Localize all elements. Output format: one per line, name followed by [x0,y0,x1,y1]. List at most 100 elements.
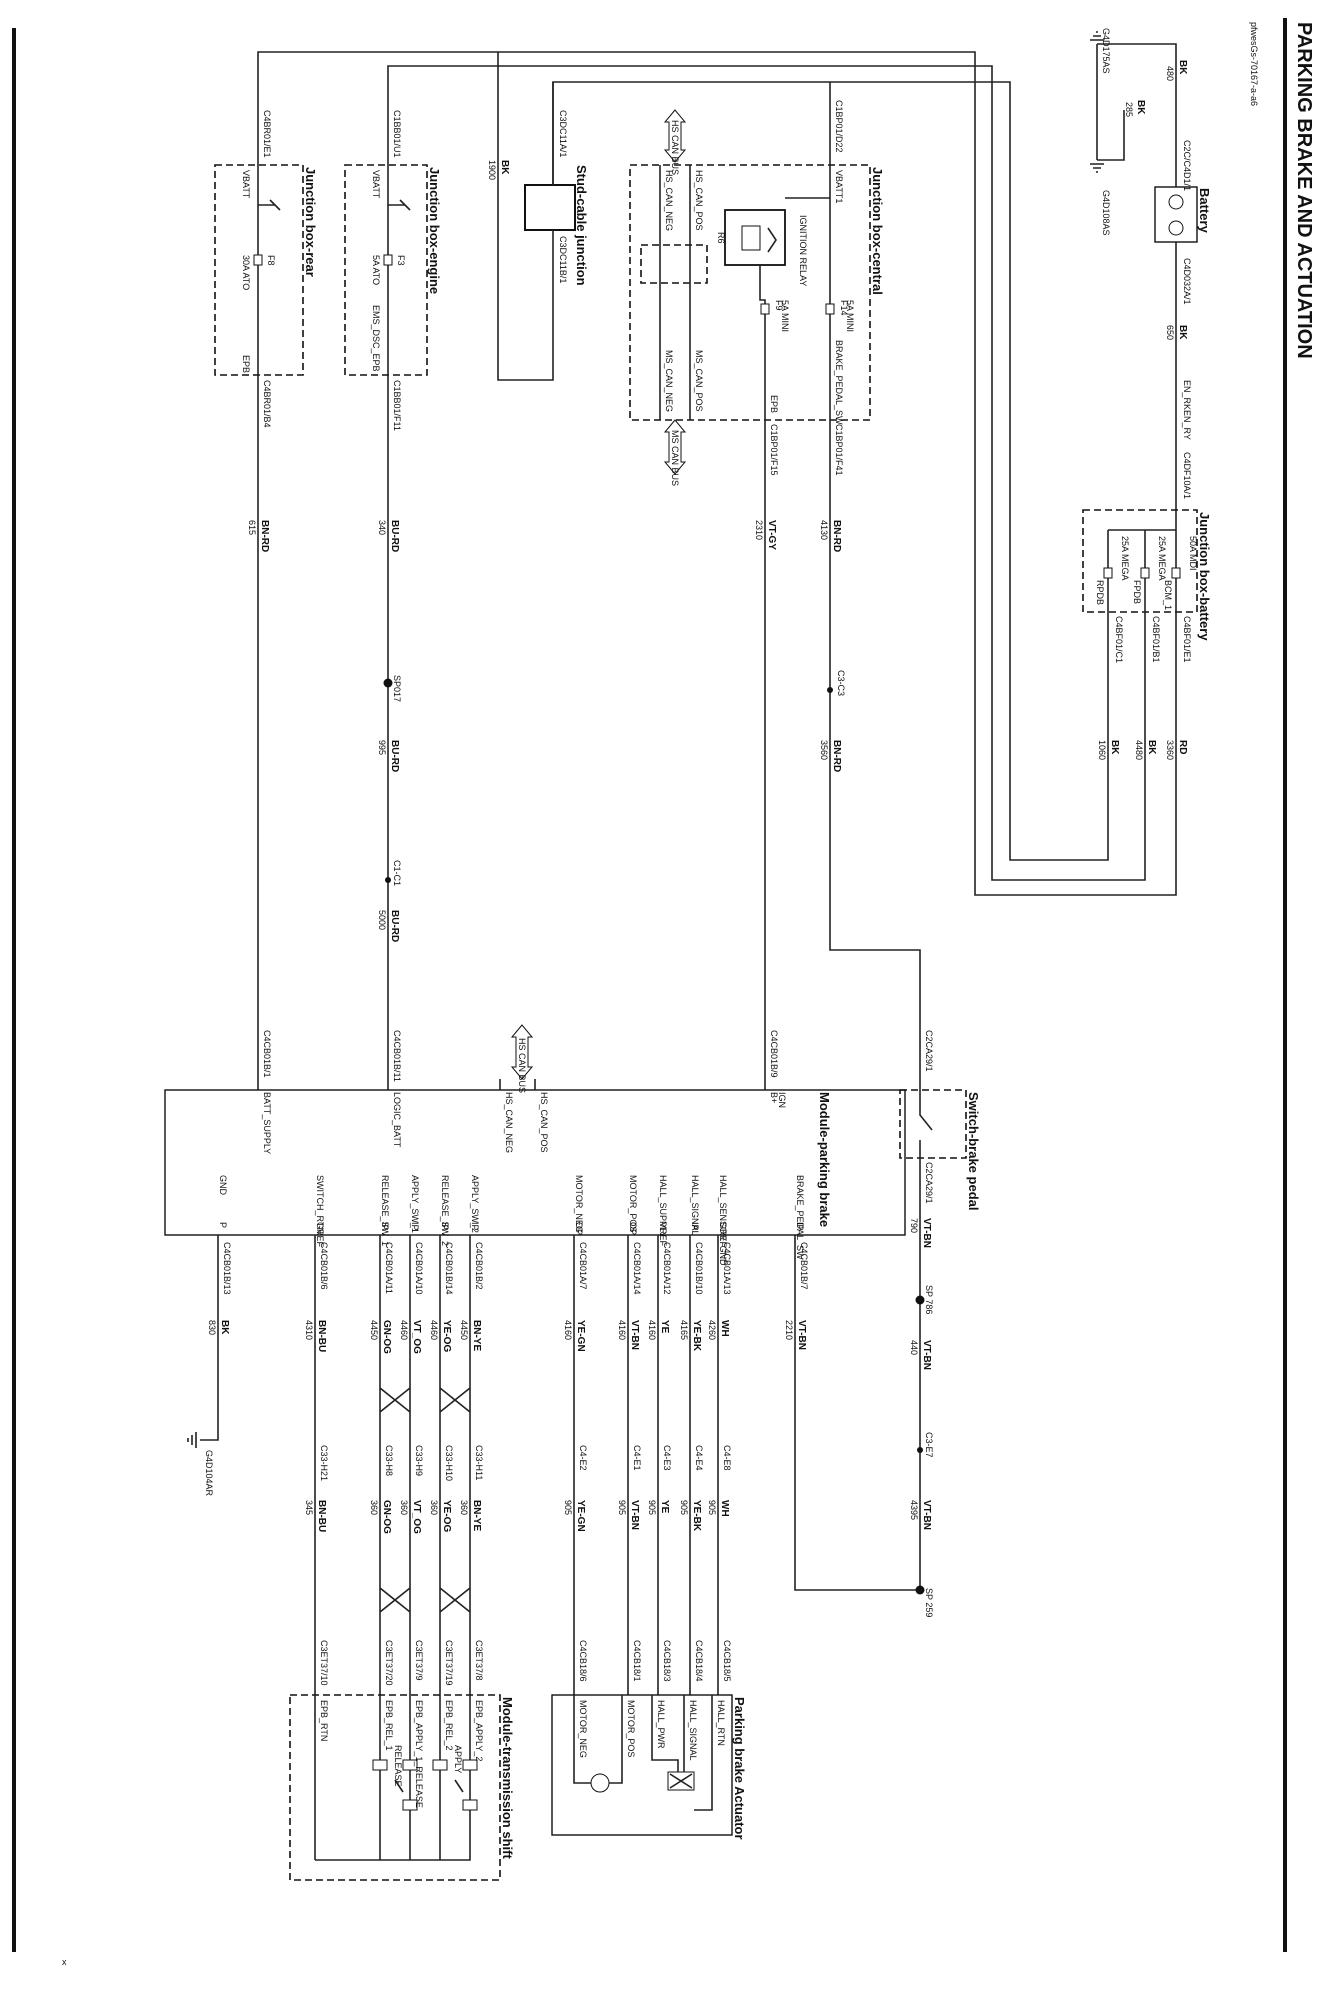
inline-connector [385,877,391,883]
jb-central-label: Junction box-central [870,167,885,295]
module-pin-net: HS_CAN_NEG [504,1092,514,1153]
signal-color-label: YE-OG [441,1320,452,1352]
wire-color-label: BU-RD [389,520,400,552]
trans-pin-net: EPB_REL_1 [384,1700,394,1751]
wire-color-label: RD [1177,740,1188,754]
page-title: PARKING BRAKE AND ACTUATION [1293,22,1315,359]
signal-net-label: SWITCH_RTN [315,1175,325,1234]
wire-color-label: VT_OG [411,1500,422,1534]
signal-color-label: VT_OG [411,1320,422,1354]
fuse-label: 25A MEGA [1157,536,1167,581]
pin-label: C4BR01/B4 [262,380,272,428]
actuator-pin-net: HALL_SIGNAL [688,1700,698,1761]
fuse-label: 25A MEGA [1120,536,1130,581]
signal-number-label: 4450 [459,1320,469,1340]
fuse-label: F3 [396,255,406,266]
switch-label: Switch-brake pedal [966,1092,981,1210]
pin-net: HS_CAN_POS [694,170,704,231]
wire-color-label: VT-BN [921,1500,932,1530]
actuator-pin-net: HALL_PWR [656,1700,666,1749]
pin-label: C3ET37/10 [319,1640,329,1686]
wire-number-label: 905 [563,1500,573,1515]
pin-label: C4CB01B/11 [392,1030,402,1082]
signal-net-label: MOTOR_POS [628,1175,638,1232]
actuator-label: Parking brake Actuator [732,1697,747,1840]
wire-color-label: GN-OG [381,1500,392,1534]
fuse-rating: 5A ATO [371,255,381,285]
wire-number-label: 360 [429,1500,439,1515]
inline-connector [917,1447,923,1453]
signal-type-label: VREF [658,1222,668,1247]
pin-label: C3DC11B/1 [558,236,568,283]
wire-number-label: 480 [1165,66,1175,81]
relay-ref: R6 [716,232,726,244]
trans-pin-net: EPB_APPLY_1_RELEASE [414,1700,424,1808]
module-pin-net: BATT_SUPPLY [262,1092,272,1154]
signal-type-label: IP [440,1222,450,1231]
wire-bk-1900 [497,52,554,381]
fuse-net: BCM_1 [1163,580,1173,610]
signal-net-label: BRAKE_PEDAL_SW [795,1175,805,1260]
pin-net: HS_CAN_NEG [664,170,674,231]
inline-label: C33-H9 [414,1445,424,1476]
pin-net: BRAKE_PEDAL_SW [834,340,844,425]
wire-number-label: 995 [377,740,387,755]
twisted-pair-mark [379,1587,411,1613]
pin-label: C1BB01/U1 [392,110,402,158]
pin-label: C4DF10A/1 [1182,452,1192,499]
wire-number-label: 1060 [1097,740,1107,760]
signal-number-label: 4160 [647,1320,657,1340]
wire-color-label: BN-RD [831,740,842,772]
module-parking-brake: Module-parking brake B+ IGN HS_CAN_POS H… [164,1089,906,1236]
signal-type-label: IP [470,1222,480,1231]
signal-pin-label: C4CB01A/13 [722,1242,732,1295]
wire-vt-bn-sw [794,1158,921,1591]
wire-color-label: BK [1146,740,1157,755]
pin-label: C4CB18/5 [722,1640,732,1682]
signal-number-label: 830 [207,1320,217,1335]
pin-label: C2CA29/1 [924,1030,934,1072]
signal-pin-label: C4CB01A/7 [578,1242,588,1290]
signal-number-label: 4165 [679,1320,689,1340]
wire-bk-285 [1096,44,1125,161]
ground-g3: G4D104AR [204,1450,214,1497]
parking-brake-actuator: Parking brake Actuator HALL_RTN HALL_SIG… [551,1694,747,1840]
signal-type-label: OP [574,1222,584,1235]
pin-label: C3ET37/20 [384,1640,394,1686]
module-pin-net: HS_CAN_POS [539,1092,549,1153]
signal-pin-label: C4CB01B/2 [474,1242,484,1290]
trans-pin-net: EPB_REL_2 [444,1700,454,1751]
wire-color-label: VT-GY [766,520,777,550]
signal-type-label: IP [410,1222,420,1231]
stud-label: Stud-cable junction [574,165,589,286]
inline-label: C4-E8 [722,1445,732,1471]
pin-label: C2C/C4D1/1 [1182,140,1192,191]
fuse-net: RPDB [1095,580,1105,605]
wire-number-label: 3560 [819,740,829,760]
signal-number-label: 4260 [707,1320,717,1340]
jb-battery-label: Junction box-battery [1197,512,1212,641]
pin-label: C3DC11A/1 [558,110,568,157]
motor-symbol [590,1773,610,1793]
signal-net-label: GND [218,1175,228,1196]
signal-color-label: VT-BN [629,1320,640,1350]
inline-label: C4-E2 [578,1445,588,1471]
wire-color-label: BU-RD [389,740,400,772]
trans-module-label: Module-transmission shift [500,1697,515,1859]
signal-number-label: 2210 [784,1320,794,1340]
signal-type-label: OP [628,1222,638,1235]
wire-number-label: 905 [647,1500,657,1515]
jb-central: Junction box-central IGNITION RELAY R6 F… [629,164,885,425]
signal-color-label: YE-GN [575,1320,586,1352]
pin-net: VBATT [371,170,381,199]
signal-net-label: RELEASE_SW_2 [440,1175,450,1246]
signal-pin-label: C4CB01A/10 [414,1242,424,1295]
wire-color-label: VT-BN [921,1340,932,1370]
wire-number-label: 4480 [1134,740,1144,760]
wire-number-label: 285 [1124,102,1134,117]
wire-bk-480 [1097,43,1177,187]
wire-color-label: BK [1177,325,1188,340]
module-pin-net: LOGIC_BATT [392,1092,402,1148]
pin-label: C4BR01/E1 [262,110,272,158]
wire-number-label: 2310 [754,520,764,540]
